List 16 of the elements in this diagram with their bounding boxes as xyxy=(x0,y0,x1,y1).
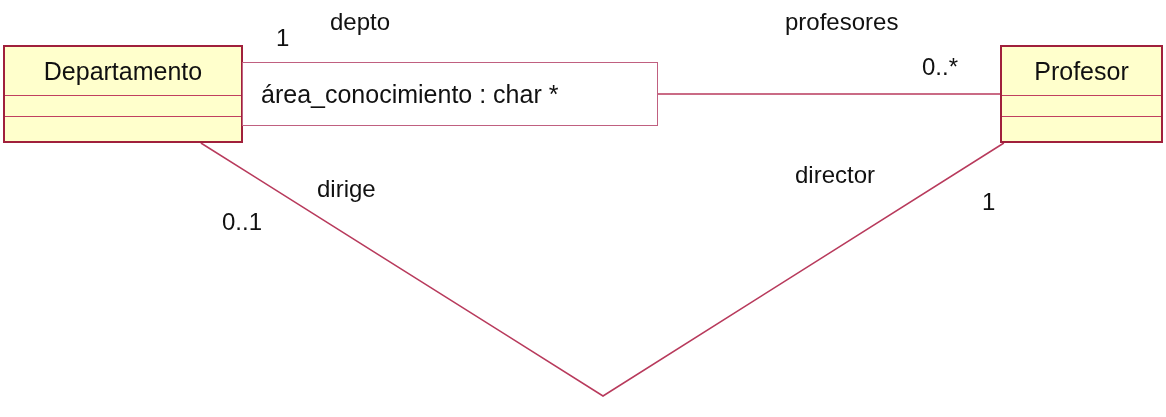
class-box xyxy=(3,45,243,143)
class-box xyxy=(1000,45,1163,143)
role-label: director xyxy=(795,163,876,187)
class-name: Profesor xyxy=(1002,47,1161,96)
class-name: Departamento xyxy=(5,47,241,96)
multiplicity-label: 1 xyxy=(982,190,996,214)
qualifier-text: área_conocimiento : char * xyxy=(261,79,559,109)
multiplicity-label: 0..1 xyxy=(222,210,263,234)
role-label: depto xyxy=(330,10,391,34)
association-label: dirige xyxy=(317,177,376,201)
multiplicity-label: 0..* xyxy=(922,55,959,79)
role-label: profesores xyxy=(785,10,899,34)
association-line xyxy=(657,93,1001,95)
multiplicity-label: 1 xyxy=(276,26,290,50)
association-line xyxy=(200,142,1005,397)
qualifier-box xyxy=(242,62,658,126)
